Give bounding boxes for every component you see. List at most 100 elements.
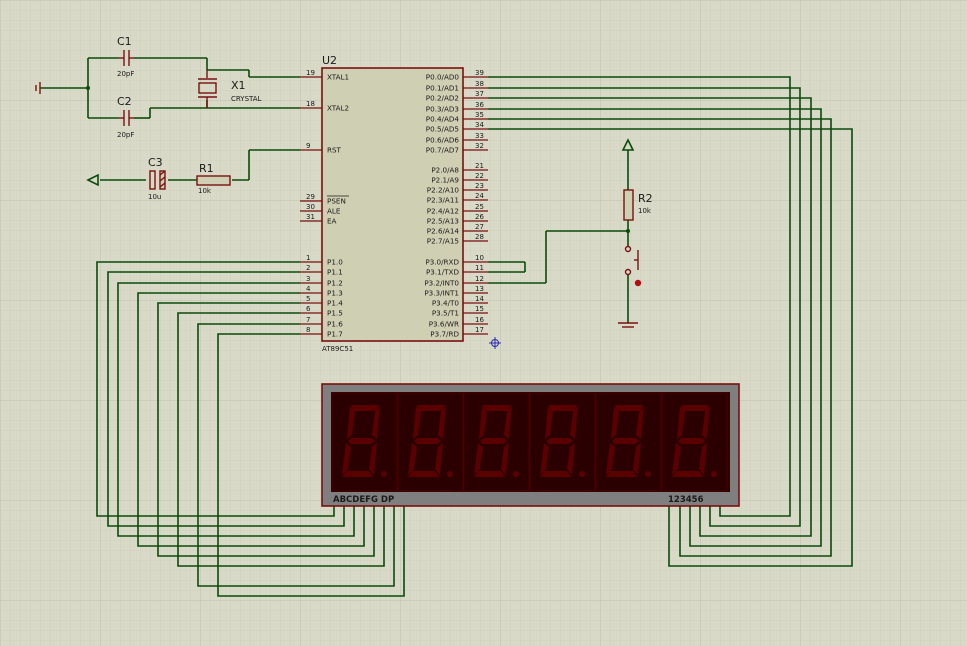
mcu-pin-name: P0.2/AD2 [426, 94, 459, 103]
mcu-pin-number: 18 [306, 100, 315, 108]
c3-ref: C3 [148, 156, 163, 169]
mcu-pin-number: 22 [475, 172, 484, 180]
mcu-pin-name: P0.1/AD1 [426, 84, 459, 93]
mcu-pin-name: P1.2 [327, 279, 343, 288]
bus-wire [137, 292, 365, 547]
digit-segment [549, 405, 577, 411]
seven-segment-display[interactable]: ABCDEFG DP 123456 [321, 383, 740, 507]
mcu-pin-number: 31 [306, 213, 315, 221]
mcu-pin-number: 3 [306, 275, 310, 283]
digit-segment [372, 406, 380, 439]
resistor-r2[interactable]: R2 10k [621, 138, 653, 246]
digit-segment [474, 471, 505, 477]
mcu-pin-number: 12 [475, 275, 484, 283]
digit-segment [540, 443, 549, 475]
mcu-pin-number: 23 [475, 182, 484, 190]
mcu-pin-number: 16 [475, 316, 484, 324]
mcu-pin-number: 32 [475, 142, 484, 150]
digit-segment [702, 406, 710, 439]
digit-cell [529, 392, 596, 492]
bus-wire [488, 87, 801, 527]
mcu-pin-name: P3.4/T0 [432, 299, 460, 308]
mcu-pin-name: P2.2/A10 [427, 186, 460, 195]
digit-segment [636, 406, 644, 439]
digit-decimal-point [645, 471, 651, 477]
mcu-pin-name: XTAL2 [327, 104, 349, 113]
mcu-pin-name: P2.3/A11 [427, 196, 459, 205]
mcu-pin-number: 35 [475, 111, 484, 119]
mcu-pin-number: 5 [306, 295, 310, 303]
digit-segment [678, 438, 705, 444]
mcu-part: AT89C51 [322, 345, 353, 353]
capacitor-c3[interactable]: C3 10u [86, 156, 166, 201]
push-button[interactable] [618, 245, 642, 328]
digit-decimal-point [447, 471, 453, 477]
mcu-pin-name: P0.7/AD7 [426, 146, 459, 155]
bus-wire [197, 323, 395, 587]
bus-wire [107, 271, 345, 527]
aux-wires [35, 57, 630, 284]
mcu-body [321, 67, 464, 342]
bus-wire [488, 128, 853, 567]
mcu-pin-name: P3.3/INT1 [424, 289, 459, 298]
mcu-pin-number: 37 [475, 90, 484, 98]
digit-pins-label: 123456 [668, 495, 704, 505]
mcu-pin-name: P1.0 [327, 258, 343, 267]
bus-wire [488, 108, 822, 547]
crystal-x1[interactable]: X1 CRYSTAL [198, 70, 262, 108]
mcu-pin-name: P2.7/A15 [427, 237, 459, 246]
bus-wire [488, 118, 832, 557]
bus-wire [488, 76, 791, 517]
mcu-pin-number: 15 [475, 305, 484, 313]
mcu-pin-number: 4 [306, 285, 311, 293]
capacitor-c1[interactable]: C1 20pF [117, 35, 134, 78]
digit-segment [672, 471, 703, 477]
mcu-pin-number: 11 [475, 264, 484, 272]
mcu-pin-name: RST [327, 146, 342, 155]
x1-ref: X1 [231, 79, 246, 92]
digit-segment [633, 443, 641, 475]
digit-segment [672, 443, 681, 475]
digit-segment [615, 405, 643, 411]
mcu-pin-name: P2.5/A13 [427, 217, 459, 226]
digit-segment [479, 406, 487, 439]
digit-segment [570, 406, 578, 439]
mcu-pin-name: P1.6 [327, 320, 343, 329]
mcu-pin-name: P1.7 [327, 330, 343, 339]
digit-cell [397, 392, 464, 492]
mcu-pin-number: 28 [475, 233, 484, 241]
mcu-pin-name: P3.1/TXD [426, 268, 460, 277]
mcu-pin-number: 25 [475, 203, 484, 211]
mcu-pin-name: P3.6/WR [429, 320, 459, 329]
r2-ref: R2 [638, 192, 653, 205]
digit-segment [480, 438, 507, 444]
digit-segment [699, 443, 707, 475]
digit-segment [483, 405, 511, 411]
c3-value: 10u [148, 193, 161, 201]
mcu-right-pins: 39P0.0/AD038P0.1/AD137P0.2/AD236P0.3/AD3… [424, 69, 488, 339]
capacitor-c2[interactable]: C2 20pF [117, 95, 134, 139]
mcu-pin-number: 38 [475, 80, 484, 88]
digit-segment [435, 443, 443, 475]
digit-segment [414, 438, 441, 444]
mcu-pin-name: P1.5 [327, 309, 343, 318]
mcu-pin-number: 39 [475, 69, 484, 77]
mcu-pin-name: P2.6/A14 [427, 227, 460, 236]
mcu-pin-name: P2.4/A12 [427, 207, 459, 216]
bus-wire [157, 302, 375, 557]
digit-segment [351, 405, 379, 411]
display-digits [331, 392, 728, 492]
mcu-pin-name: P3.0/RXD [425, 258, 459, 267]
mcu-pin-number: 34 [475, 121, 484, 129]
c2-ref: C2 [117, 95, 132, 108]
bus-wire [488, 97, 812, 537]
resistor-r1[interactable]: R1 10k [196, 162, 231, 195]
digit-segment [504, 406, 512, 439]
mcu-pin-number: 21 [475, 162, 484, 170]
mcu-pin-name: ALE [327, 207, 341, 216]
digit-segment [612, 438, 639, 444]
digit-segment [567, 443, 575, 475]
digit-cell [463, 392, 530, 492]
